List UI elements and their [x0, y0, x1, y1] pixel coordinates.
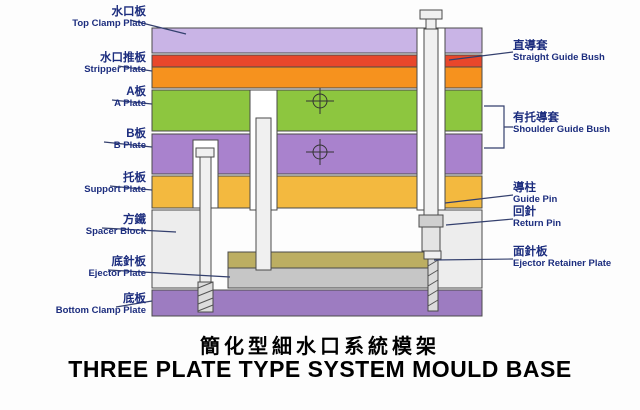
leader-stripper-plate	[117, 65, 153, 72]
leader-support-plate	[109, 185, 153, 191]
label-b-plate: B板 B Plate	[0, 128, 146, 152]
center-guide-pin-shaft	[255, 117, 272, 271]
label-en: B Plate	[113, 140, 146, 151]
guide-pin-assembly	[418, 9, 444, 252]
leader-a-plate	[111, 99, 153, 105]
leader-ejector-plate	[107, 269, 231, 278]
crosshair-lines	[306, 88, 334, 114]
label-en: Top Clamp Plate	[72, 18, 146, 29]
leader-bottom-clamp-plate	[115, 300, 153, 308]
guide-pin-neck	[425, 18, 437, 30]
ejector-plate-shape	[227, 267, 433, 289]
guide-pin-head	[419, 9, 443, 20]
puller-bolt-head	[195, 147, 215, 158]
shoulder-guide-bush-flange	[418, 214, 444, 228]
label-en: Ejector Plate	[88, 268, 146, 279]
label-ejector-plate: 底針板 Ejector Plate	[0, 256, 146, 280]
crosshair-lines	[306, 139, 334, 165]
leader-guide-pin	[444, 194, 514, 204]
return-pin	[423, 250, 442, 312]
label-zh: 直導套	[513, 40, 548, 52]
label-zh: 底板	[123, 293, 146, 305]
label-zh: A板	[126, 86, 146, 98]
leader-b-plate	[103, 141, 153, 148]
crosshair-symbols	[306, 88, 334, 165]
label-return-pin: 回針 Return Pin	[513, 206, 640, 230]
label-en: Spacer Block	[85, 226, 146, 237]
label-zh: 方鐵	[123, 214, 146, 226]
diagram-title-english: THREE PLATE TYPE SYSTEM MOULD BASE	[68, 356, 572, 382]
leader-lines	[101, 19, 514, 308]
label-en: Support Plate	[84, 184, 146, 195]
label-en: Ejector Retainer Plate	[513, 258, 612, 269]
label-zh: 面針板	[513, 246, 548, 258]
leader-top-clamp-plate	[129, 19, 187, 35]
label-support-plate: 托板 Support Plate	[0, 172, 146, 196]
label-zh: 導柱	[513, 182, 536, 194]
label-en: Stripper Plate	[84, 64, 146, 75]
leader-straight-guide-bush	[448, 51, 514, 61]
spacer-block-left-shape	[151, 209, 203, 289]
label-shoulder-guide-bush: 有托導套 Shoulder Guide Bush	[513, 112, 640, 136]
puller-bolt-thread	[197, 281, 214, 313]
label-en: Straight Guide Bush	[513, 52, 605, 63]
label-en: Guide Pin	[513, 194, 558, 205]
label-en: A Plate	[114, 98, 146, 109]
return-pin-head	[423, 250, 442, 260]
label-en: Return Pin	[513, 218, 562, 229]
puller-bolt-shaft	[199, 156, 212, 283]
label-straight-guide-bush: 直導套 Straight Guide Bush	[513, 40, 640, 64]
leader-ejector-retainer-plate	[433, 258, 514, 261]
label-zh: 水口推板	[100, 52, 146, 64]
label-ejector-retainer-plate: 面針板 Ejector Retainer Plate	[513, 246, 640, 270]
label-zh: 有托導套	[513, 112, 559, 124]
leader-shoulder-guide-bush-bracket	[484, 105, 513, 149]
label-en: Bottom Clamp Plate	[55, 305, 146, 316]
label-guide-pin: 導柱 Guide Pin	[513, 182, 640, 206]
diagram-title-chinese: 簡化型細水口系統模架	[200, 336, 440, 358]
label-zh: B板	[126, 128, 146, 140]
stripper-plate-lower-shape	[151, 66, 483, 89]
leader-return-pin	[445, 218, 514, 226]
label-stripper-plate: 水口推板 Stripper Plate	[0, 52, 146, 76]
puller-bolt	[195, 147, 215, 313]
label-zh: 托板	[123, 172, 146, 184]
label-en: Shoulder Guide Bush	[513, 124, 611, 135]
label-zh: 回針	[513, 206, 536, 218]
label-a-plate: A板 A Plate	[0, 86, 146, 110]
label-top-clamp-plate: 水口板 Top Clamp Plate	[0, 6, 146, 30]
return-pin-hatching	[427, 259, 439, 307]
center-guide-pin	[255, 117, 272, 271]
label-bottom-clamp-plate: 底板 Bottom Clamp Plate	[0, 293, 146, 317]
guide-pin-shaft	[423, 28, 439, 216]
label-zh: 水口板	[111, 6, 147, 18]
shoulder-guide-bush-body	[421, 226, 441, 252]
leader-spacer-block	[101, 227, 177, 233]
return-pin-shaft	[427, 258, 439, 312]
thread-hatching	[197, 281, 214, 312]
label-zh: 底針板	[111, 256, 147, 268]
label-spacer-block: 方鐵 Spacer Block	[0, 214, 146, 238]
